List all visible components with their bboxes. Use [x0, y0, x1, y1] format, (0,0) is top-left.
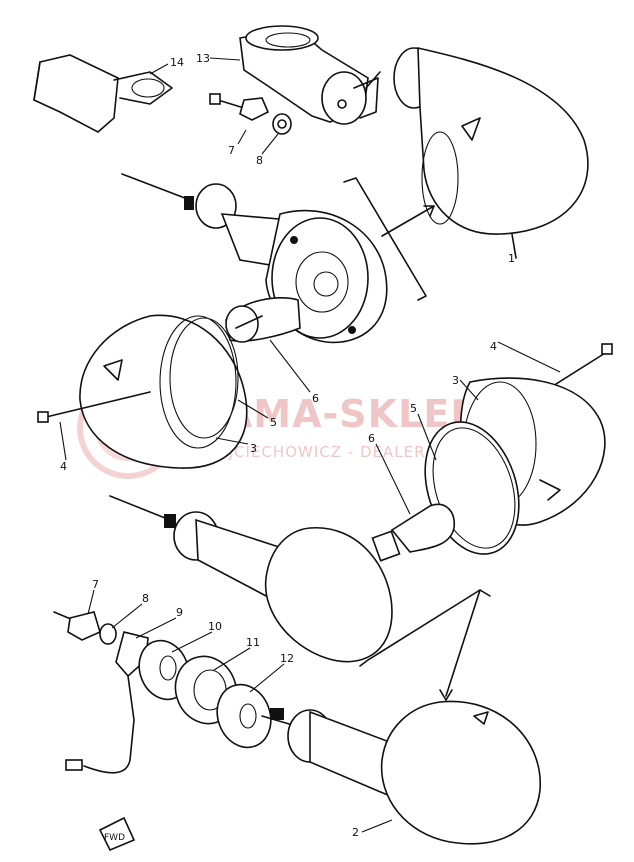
assembly-brackets: [343, 177, 491, 701]
mount-stay-part-13: [239, 25, 381, 125]
callout-1: 1: [508, 252, 515, 265]
terminal-part-9: [65, 631, 149, 774]
callout-14: 14: [170, 56, 184, 69]
leader-lines: [59, 57, 561, 833]
lower-signal-body: [109, 495, 393, 663]
screw-part-4-right: [555, 343, 613, 385]
callout-9: 9: [176, 606, 183, 619]
fwd-marker: FWD: [98, 816, 136, 852]
callout-8-upper: 8: [256, 154, 263, 167]
fwd-label: FWD: [104, 833, 125, 843]
lens-part-1: [393, 46, 589, 259]
callout-3-right: 3: [452, 374, 459, 387]
callout-8-lower: 8: [142, 592, 149, 605]
callout-6-upper: 6: [312, 392, 319, 405]
callout-12: 12: [280, 652, 294, 665]
washer-part-8-lower: [99, 623, 117, 645]
callout-3-left: 3: [250, 442, 257, 455]
screw-part-4-left: [37, 391, 151, 423]
callout-13: 13: [196, 52, 210, 65]
callout-2: 2: [352, 826, 359, 839]
bulb-part-6-upper: [225, 297, 301, 343]
callout-6-right: 6: [368, 432, 375, 445]
lens-part-3-left: [79, 314, 248, 469]
nut-part-7-lower: [53, 611, 101, 641]
bracket-part-14: [33, 54, 173, 133]
callouts: 14 13 7 8 1 6 5 3 4 4 3 5 6 7 8 9 10 11 …: [60, 52, 515, 839]
callout-7-upper: 7: [228, 144, 235, 157]
callout-7-lower: 7: [92, 578, 99, 591]
callout-4-right: 4: [490, 340, 497, 353]
callout-5-right: 5: [410, 402, 417, 415]
callout-11: 11: [246, 636, 260, 649]
nut-washer-top: [209, 93, 292, 135]
callout-10: 10: [208, 620, 222, 633]
lens-part-2-assembly: [261, 700, 541, 845]
watermark-subtitle: WOJCIECHOWICZ - DEALER YAMAHA: [200, 443, 500, 461]
washer-part-12: [216, 683, 272, 749]
callout-5-left: 5: [270, 416, 277, 429]
bulb-part-6-right: [371, 503, 455, 562]
callout-4-left: 4: [60, 460, 67, 473]
